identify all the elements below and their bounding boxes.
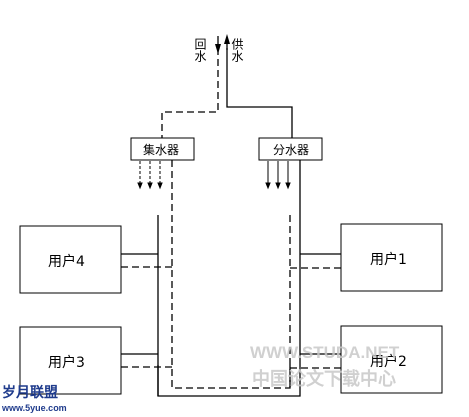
user-4-label: 用户4 [48,253,85,270]
distributor-outlets [265,161,291,190]
user-4-box [19,225,122,294]
collector-manifold [130,137,195,161]
return-water-label: 回水 [193,38,207,62]
distributor-manifold [258,137,323,161]
return-arrow-icon [215,36,221,54]
supply-water-label: 供水 [230,38,244,62]
user-2-box [340,325,443,394]
supply-arrow-icon [224,34,230,50]
supply-main-pipe [226,48,293,138]
return-riser [171,160,291,389]
site-logo-text: 岁月联盟 [2,384,58,400]
site-url-text: www.5yue.com [1,403,67,413]
studa-watermark-url: WWW.STUDA.NET [250,343,400,362]
studa-watermark-cn: 中国论文下载中心 [252,368,396,389]
collector-label: 集水器 [143,142,179,157]
distributor-label: 分水器 [273,143,309,157]
return-main-pipe [161,48,219,138]
user-1-label: 用户1 [370,251,407,268]
collector-outlets [137,161,163,190]
user-1-box [340,223,443,292]
user-2-label: 用户2 [370,353,407,370]
user-3-box [19,326,122,395]
user-3-label: 用户3 [48,354,85,371]
